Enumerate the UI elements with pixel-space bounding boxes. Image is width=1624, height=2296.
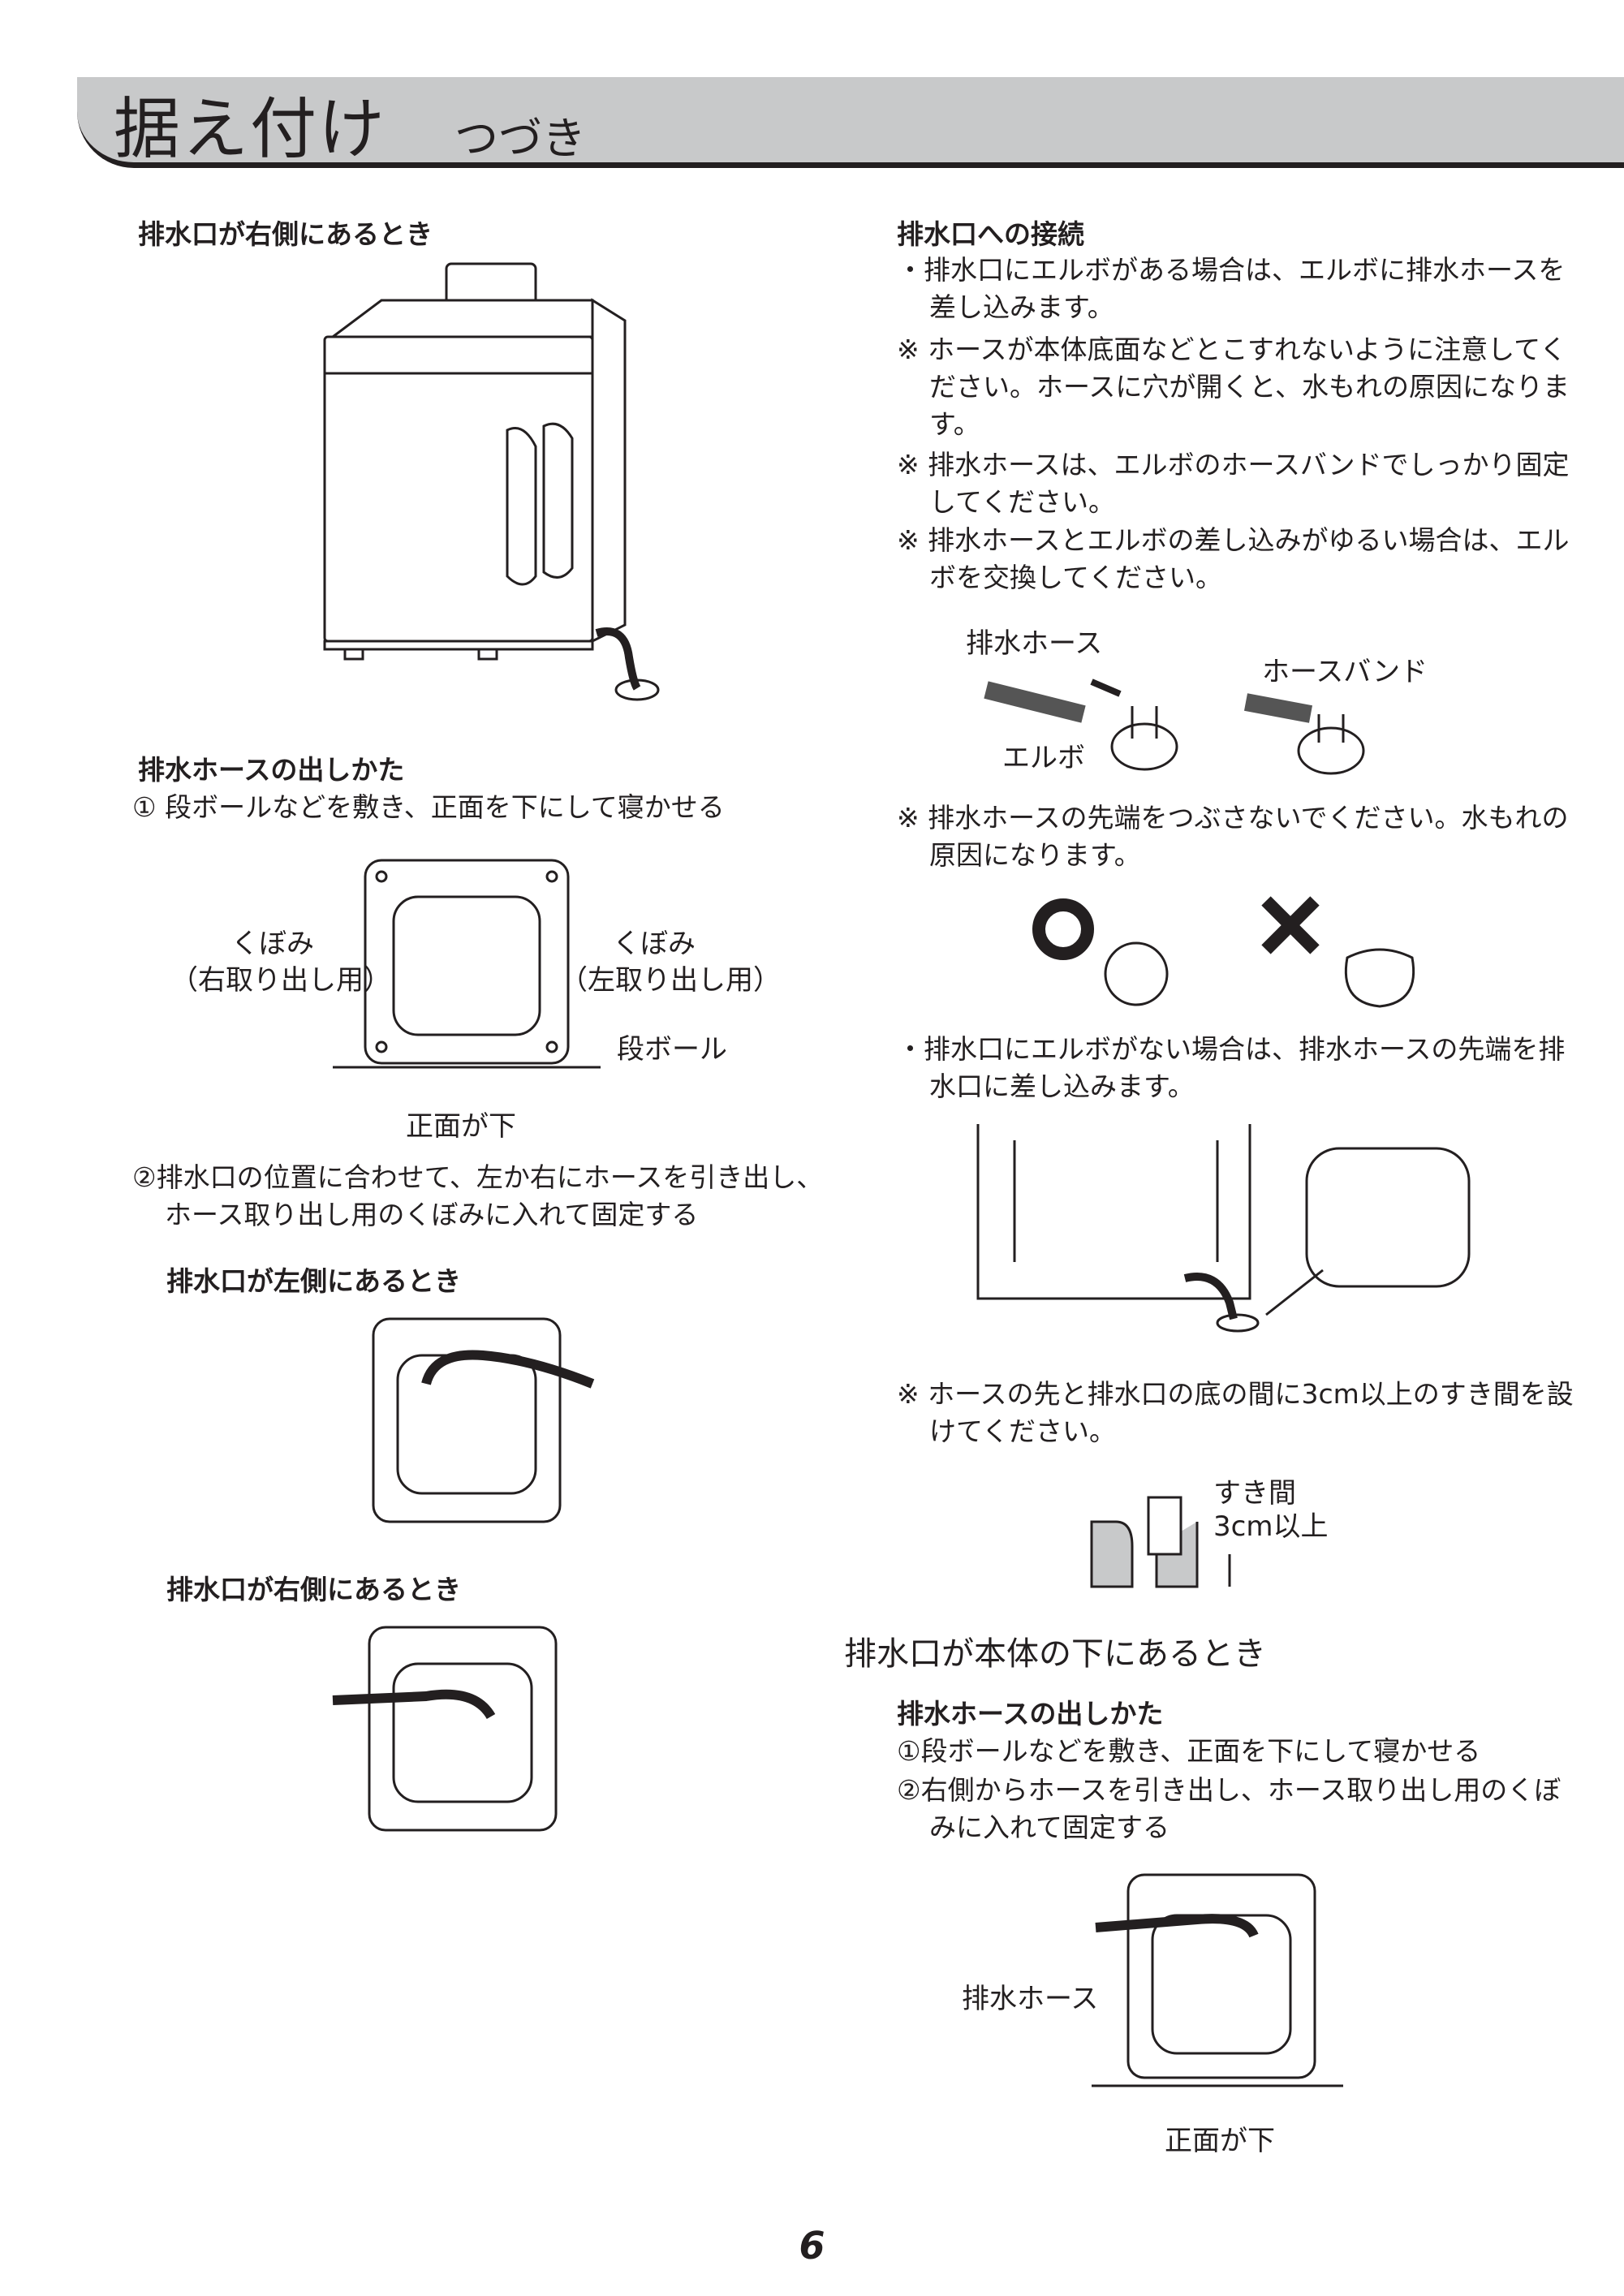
section-heading-under: 排水口が本体の下にあるとき (844, 1635, 1266, 1673)
label-cardboard: 段ボール (617, 1033, 727, 1066)
ok-ng-diagram (1032, 896, 1415, 1008)
step-2-text: ②排水口の位置に合わせて、左か右にホースを引き出し、ホース取り出し用のくぼみに入… (132, 1161, 824, 1230)
label-front-down: 正面が下 (406, 1110, 516, 1143)
label-kubomi-left: くぼみ (231, 928, 314, 960)
label-drain-hose-2: 排水ホース (962, 1983, 1099, 2015)
bullet-no-elbow: ・排水口にエルボがない場合は、排水ホースの先端を排水口に差し込みます。 (897, 1033, 1566, 1102)
page-title: 据え付け (114, 91, 387, 168)
direct-insert-diagram (976, 1124, 1471, 1333)
section-heading-right-drain-2: 排水口が右側にあるとき (166, 1574, 461, 1605)
label-hose-band: ホースバンド (1262, 656, 1428, 688)
label-front-down-2: 正面が下 (1165, 2125, 1275, 2157)
page-number: 6 (799, 2224, 825, 2268)
step-1-text: ① 段ボールなどを敷き、正面を下にして寝かせる (132, 791, 725, 823)
label-kubomi-right: くぼみ (613, 928, 696, 960)
label-drain-hose: 排水ホース (966, 627, 1103, 660)
under-step-1: ①段ボールなどを敷き、正面を下にして寝かせる (897, 1735, 1481, 1767)
bottom-view-right-hose (332, 1626, 558, 1832)
section-heading-connection: 排水口への接続 (897, 218, 1084, 250)
washer-illustration (323, 262, 660, 701)
bottom-view-diagram (333, 859, 601, 1069)
page-subtitle: つづき (454, 113, 586, 164)
note-hose-band: ※ 排水ホースは、エルボのホースバンドでしっかり固定してください。 (897, 449, 1570, 518)
header-bar (77, 77, 1624, 168)
elbow-connection-diagram (984, 678, 1365, 775)
label-3cm: 3cm以上 (1213, 1510, 1329, 1543)
section-heading-right-drain: 排水口が右側にあるとき (138, 218, 433, 250)
bullet-elbow: ・排水口にエルボがある場合は、エルボに排水ホースを差し込みます。 (897, 254, 1566, 323)
gap-diagram (1090, 1496, 1231, 1588)
section-heading-left-drain: 排水口が左側にあるとき (166, 1265, 461, 1297)
note-no-crush: ※ 排水ホースの先端をつぶさないでください。水もれの原因になります。 (897, 802, 1569, 871)
label-right-use: （右取り出し用） (170, 964, 391, 997)
under-step-2: ②右側からホースを引き出し、ホース取り出し用のくぼみに入れて固定する (897, 1774, 1562, 1843)
note-friction: ※ ホースが本体底面などとこすれないように注意してください。ホースに穴が開くと、… (897, 334, 1570, 440)
section-heading-hose-out: 排水ホースの出しかた (138, 754, 405, 786)
note-gap: ※ ホースの先と排水口の底の間に3cm以上のすき間を設けてください。 (897, 1378, 1574, 1447)
label-elbow: エルボ (1002, 742, 1085, 774)
under-bottom-view (1092, 1873, 1343, 2087)
label-left-use: （左取り出し用） (560, 964, 781, 997)
label-gap: すき間 (1213, 1477, 1296, 1510)
bottom-view-left-hose (372, 1317, 595, 1523)
section-heading-under-hose: 排水ホースの出しかた (897, 1698, 1164, 1730)
note-loose: ※ 排水ホースとエルボの差し込みがゆるい場合は、エルボを交換してください。 (897, 524, 1570, 593)
